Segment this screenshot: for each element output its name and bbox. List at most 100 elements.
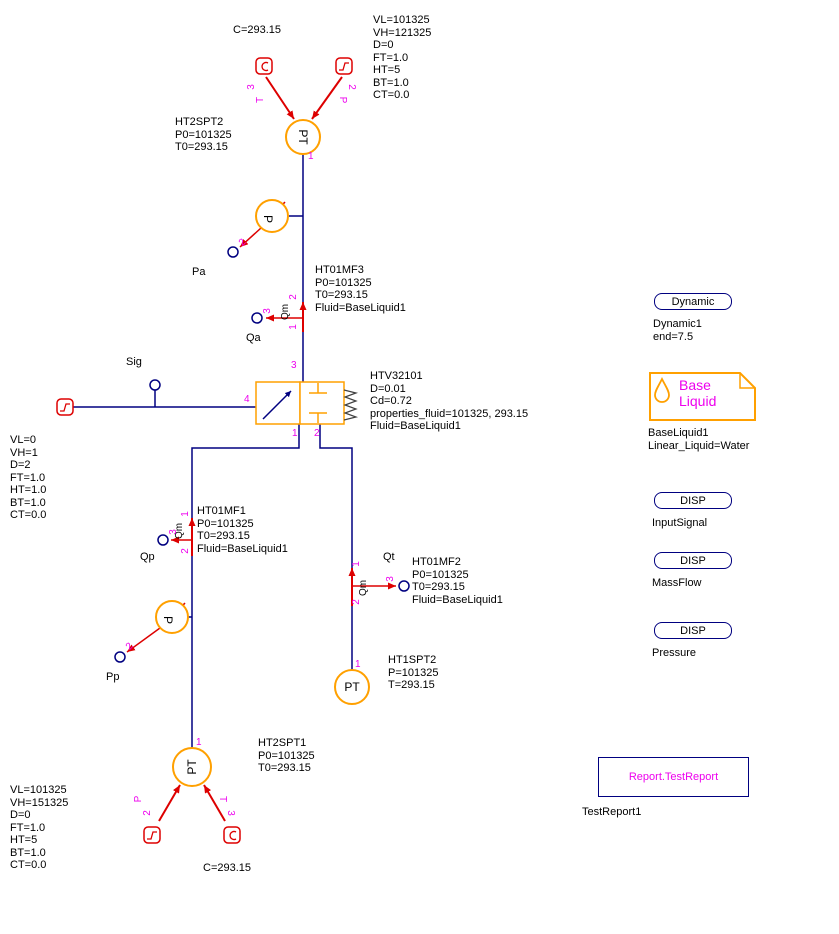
valve-flow-arrow [262,390,292,420]
disp-inputsignal-block[interactable]: DISP [654,492,732,509]
qm-mf3-glyph: Qm [280,303,291,321]
test-report-block[interactable]: Report.TestReport [598,757,749,797]
pa-node [227,246,239,258]
port-mf1-2: 2 [180,548,191,554]
const-curve-icon [261,61,269,72]
port-mf2-3: 3 [385,576,396,582]
ht01mf1-params: HT01MF1 P0=101325 T0=293.15 Fluid=BaseLi… [197,505,288,555]
qa-node [251,312,263,324]
ramp-curve-icon [60,403,70,412]
temp-source-top [255,57,273,75]
pt-bottom-left-glyph: PT [185,759,199,775]
port-mf2-2: 2 [351,599,362,605]
test-report-caption: TestReport1 [582,806,642,818]
valve-blocked-port-top [309,383,327,394]
valve-blocked-port-bottom [309,412,327,423]
port-pt-bl-1: 1 [196,737,202,748]
ht2spt1-params: HT2SPT1 P0=101325 T0=293.15 [258,737,315,774]
port-mf3-1: 1 [288,324,299,330]
port-top-p-2: 2 [346,84,357,90]
signal-source-params: VL=0 VH=1 D=2 FT=1.0 HT=1.0 BT=1.0 CT=0.… [10,434,47,521]
label-bottom-t: T [217,795,228,803]
ht2spt2-params: HT2SPT2 P0=101325 T0=293.15 [175,116,232,153]
source-connectors[interactable] [56,57,353,844]
port-valve-3: 3 [291,360,297,371]
pp-node [114,651,126,663]
sig-node [149,379,161,391]
base-liquid-fold [739,373,755,389]
signal-nodes[interactable] [114,246,410,663]
dynamic-simulation-block[interactable]: Dynamic [654,293,732,310]
qp-label: Qp [140,551,155,563]
port-pt-top-1: 1 [308,151,314,162]
base-liquid-caption: BaseLiquid1 Linear_Liquid=Water [648,427,750,452]
pp-label: Pp [106,671,120,683]
pressure-ramp-bottom-params: VL=101325 VH=151325 D=0 FT=1.0 HT=5 BT=1… [10,784,69,871]
pt-source-bottom-left [172,747,212,787]
port-mf1-3: 3 [168,529,179,535]
pa-label: Pa [192,266,206,278]
port-pt-right-1: 1 [355,659,361,670]
connection-wires[interactable] [73,155,353,748]
port-valve-4: 4 [244,394,250,405]
connector-glyphs [60,61,349,841]
port-mf3-2: 2 [288,294,299,300]
qt-node [398,580,410,592]
qt-label: Qt [383,551,395,563]
ramp-curve-icon [339,62,349,71]
pt-right-glyph: PT [344,680,360,694]
arrow-top-right [311,76,343,120]
wire-right-branch [319,424,353,670]
psensor-top-glyph: P [261,214,275,224]
pressure-sensor-bottom [155,600,189,634]
ht01mf2-params: HT01MF2 P0=101325 T0=293.15 Fluid=BaseLi… [412,556,503,606]
port-mf2-1: 1 [351,561,362,567]
pressure-sensor-top [255,199,289,233]
qp-node [157,534,169,546]
disp-inputsignal-caption: InputSignal [652,517,708,529]
base-liquid-card [649,372,756,421]
valve-right-chamber [299,381,345,425]
port-top-t-3: 3 [246,84,257,90]
label-bottom-p: P [133,795,144,803]
ht01mf3-params: HT01MF3 P0=101325 T0=293.15 Fluid=BaseLi… [315,264,406,314]
pt-source-top [285,119,321,155]
disp-massflow-block[interactable]: DISP [654,552,732,569]
base-liquid-component[interactable] [649,372,756,421]
arrow-top-left [265,76,295,120]
component-circles[interactable] [155,119,370,787]
qa-label: Qa [246,332,261,344]
valve-htv32101[interactable] [255,381,359,425]
droplet-icon [654,376,670,403]
port-valve-2: 2 [314,428,320,439]
signal-to-pp [126,627,161,653]
arrow-bottom-right [203,784,226,822]
port-bottom-p-2: 2 [142,810,153,816]
disp-massflow-caption: MassFlow [652,577,702,589]
ht1spt2-params: HT1SPT2 P=101325 T=293.15 [388,654,439,691]
pressure-ramp-top-params: VL=101325 VH=121325 D=0 FT=1.0 HT=5 BT=1… [373,14,432,101]
port-valve-1: 1 [292,428,298,439]
disp-pressure-caption: Pressure [652,647,697,659]
pt-source-right [334,669,370,705]
temp-source-bottom-value: C=293.15 [203,862,252,874]
temp-source-bottom [223,826,241,844]
ramp-curve-icon [147,831,157,840]
qm-mf2-glyph: Qm [358,579,369,597]
port-mf1-1: 1 [180,511,191,517]
pt-top-glyph: PT [296,129,310,145]
valve-spring-icon [343,389,359,421]
arrow-bottom-left [158,784,181,822]
const-curve-icon [229,830,237,841]
base-liquid-label: Base Liquid [679,377,717,409]
port-mf3-3: 3 [262,308,273,314]
dynamic-caption: Dynamic1 end=7.5 [653,318,702,343]
temp-source-top-value: C=293.15 [233,24,282,36]
label-top-t: T [255,96,266,104]
disp-pressure-block[interactable]: DISP [654,622,732,639]
psensor-bottom-glyph: P [161,615,175,625]
source-arrows [158,76,356,822]
signal-to-pa [239,227,262,248]
